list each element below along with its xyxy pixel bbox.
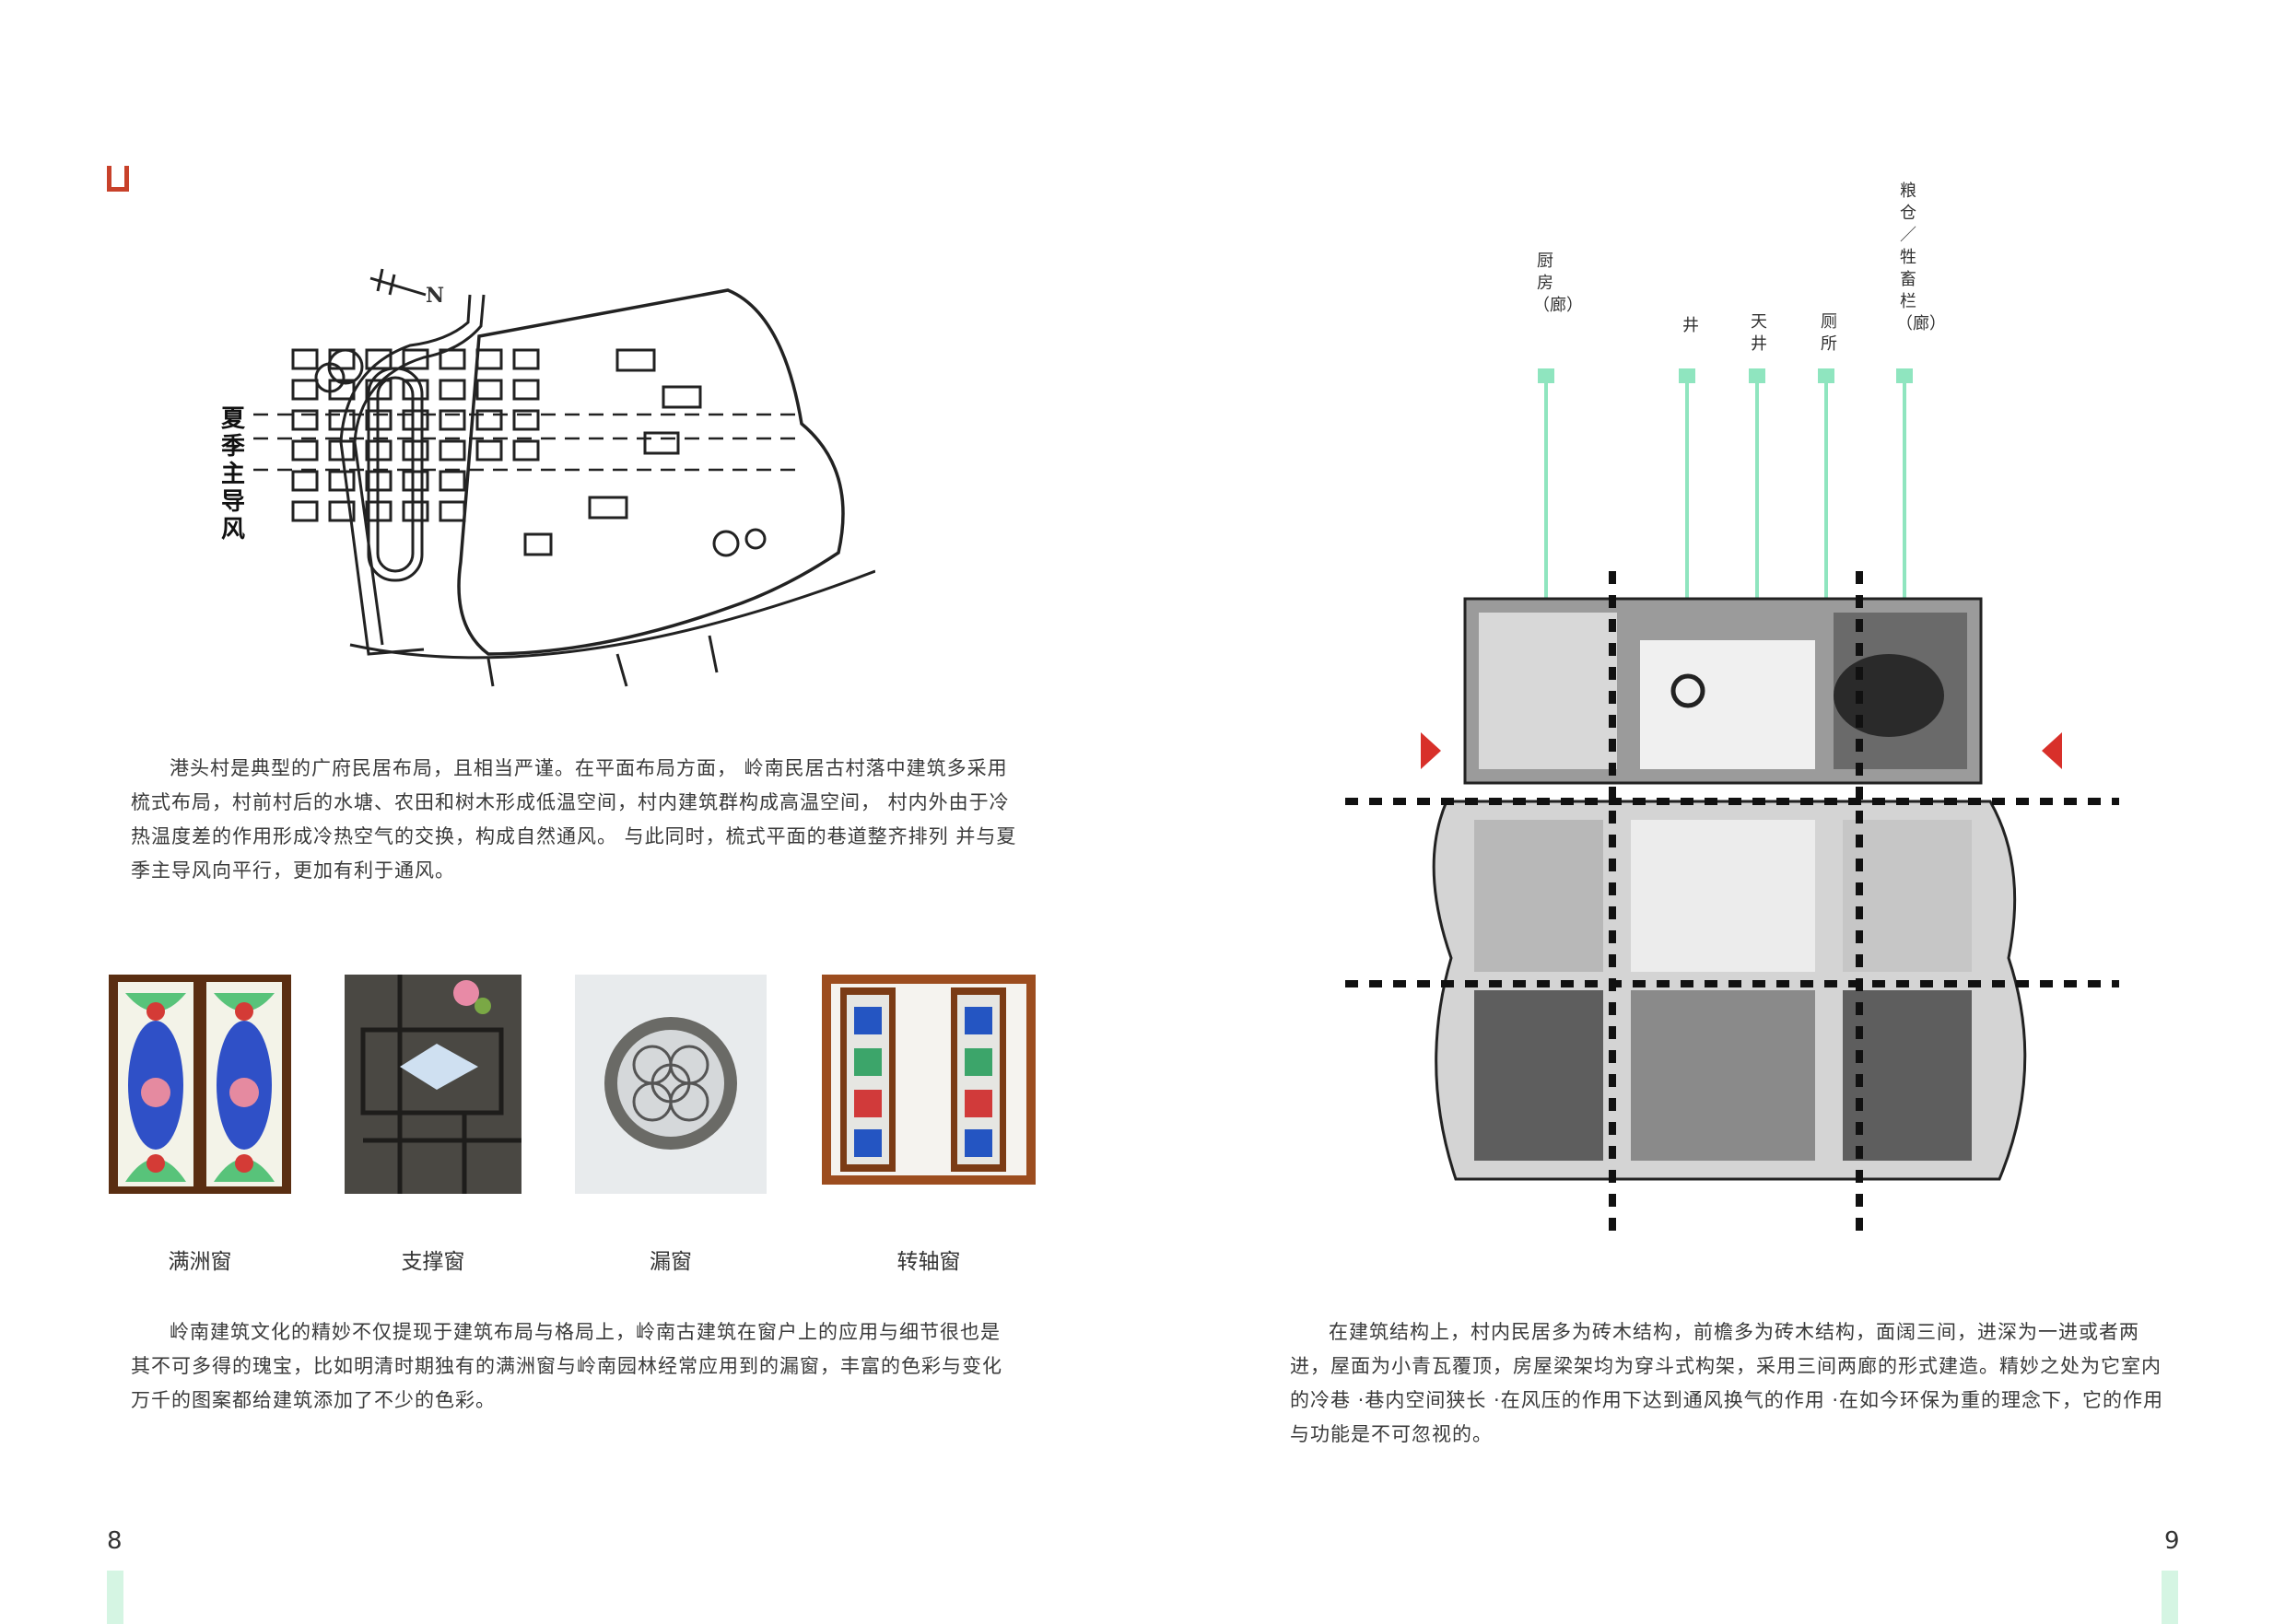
village-house-block <box>439 409 466 431</box>
label-courtyard: 天井 <box>1751 312 1767 354</box>
village-house-block <box>291 409 319 431</box>
village-house-block <box>328 470 356 492</box>
wind-arrow-left <box>1421 732 1441 769</box>
village-house-block <box>512 348 540 370</box>
village-house-block <box>328 439 356 461</box>
village-house-block <box>291 470 319 492</box>
village-house-block <box>365 500 393 522</box>
village-house-block <box>475 348 503 370</box>
page-tab-left <box>107 1571 123 1624</box>
village-house-block <box>328 500 356 522</box>
village-house-block <box>402 409 429 431</box>
village-house-block <box>402 439 429 461</box>
village-house-block <box>475 409 503 431</box>
village-house-block <box>402 348 429 370</box>
village-house-block <box>291 500 319 522</box>
structure-paragraph: 在建筑结构上，村内民居多为砖木结构，前檐多为砖木结构，面阔三间，进深为一进或者两… <box>1290 1321 2164 1445</box>
village-house-block <box>328 409 356 431</box>
compass-north-label: N <box>426 284 445 308</box>
village-house-block <box>615 348 656 372</box>
village-house-block <box>523 532 553 556</box>
village-house-block <box>475 439 503 461</box>
village-house-block <box>328 379 356 401</box>
village-house-block <box>402 500 429 522</box>
village-house-block <box>512 379 540 401</box>
village-house-block <box>512 439 540 461</box>
village-house-block <box>439 439 466 461</box>
village-house-block <box>291 439 319 461</box>
village-house-block <box>365 470 393 492</box>
house-section-diagram <box>1345 368 2119 1234</box>
corner-mark <box>107 166 129 192</box>
village-house-block <box>402 470 429 492</box>
caption-pivot-window: 转轴窗 <box>896 1250 961 1274</box>
village-house-block <box>439 470 466 492</box>
page-number-right: 9 <box>2164 1527 2180 1555</box>
village-house-block <box>291 379 319 401</box>
village-house-block <box>291 348 319 370</box>
village-house-block <box>662 385 702 409</box>
village-house-block <box>475 379 503 401</box>
village-house-block <box>512 409 540 431</box>
caption-manchu-window: 满洲窗 <box>168 1250 232 1274</box>
window-photo-pivot <box>822 975 1036 1194</box>
village-house-block <box>365 379 393 401</box>
village-house-block <box>588 496 628 520</box>
page-tab-right <box>2162 1571 2178 1624</box>
village-house-block <box>439 500 466 522</box>
window-photo-lattice <box>575 975 767 1194</box>
label-well: 井 <box>1682 316 1699 335</box>
village-plan-map <box>253 268 875 687</box>
village-house-block <box>439 379 466 401</box>
village-house-block <box>643 431 680 455</box>
window-photo-manchu <box>109 975 291 1194</box>
village-house-block <box>402 379 429 401</box>
village-house-block <box>365 348 393 370</box>
label-kitchen: 厨房（廊） <box>1533 251 1583 315</box>
label-toilet: 厕所 <box>1821 312 1837 354</box>
page-number-left: 8 <box>107 1527 123 1555</box>
caption-lattice-window: 漏窗 <box>650 1250 692 1274</box>
village-house-block <box>365 409 393 431</box>
wind-arrow-right <box>2042 732 2062 769</box>
label-granary: 粮仓／牲畜栏（廊） <box>1896 181 1946 333</box>
window-photo-propped <box>345 975 521 1194</box>
intro-paragraph: 港头村是典型的广府民居布局，且相当严谨。在平面布局方面， 岭南民居古村落中建筑多… <box>131 757 1017 882</box>
caption-propped-window: 支撑窗 <box>401 1250 465 1274</box>
wind-label: 夏季主导风 <box>221 405 246 543</box>
village-house-block <box>365 439 393 461</box>
windows-paragraph: 岭南建筑文化的精妙不仅提现于建筑布局与格局上，岭南古建筑在窗户上的应用与细节很也… <box>131 1321 1002 1411</box>
village-house-block <box>328 348 356 370</box>
village-house-block <box>439 348 466 370</box>
